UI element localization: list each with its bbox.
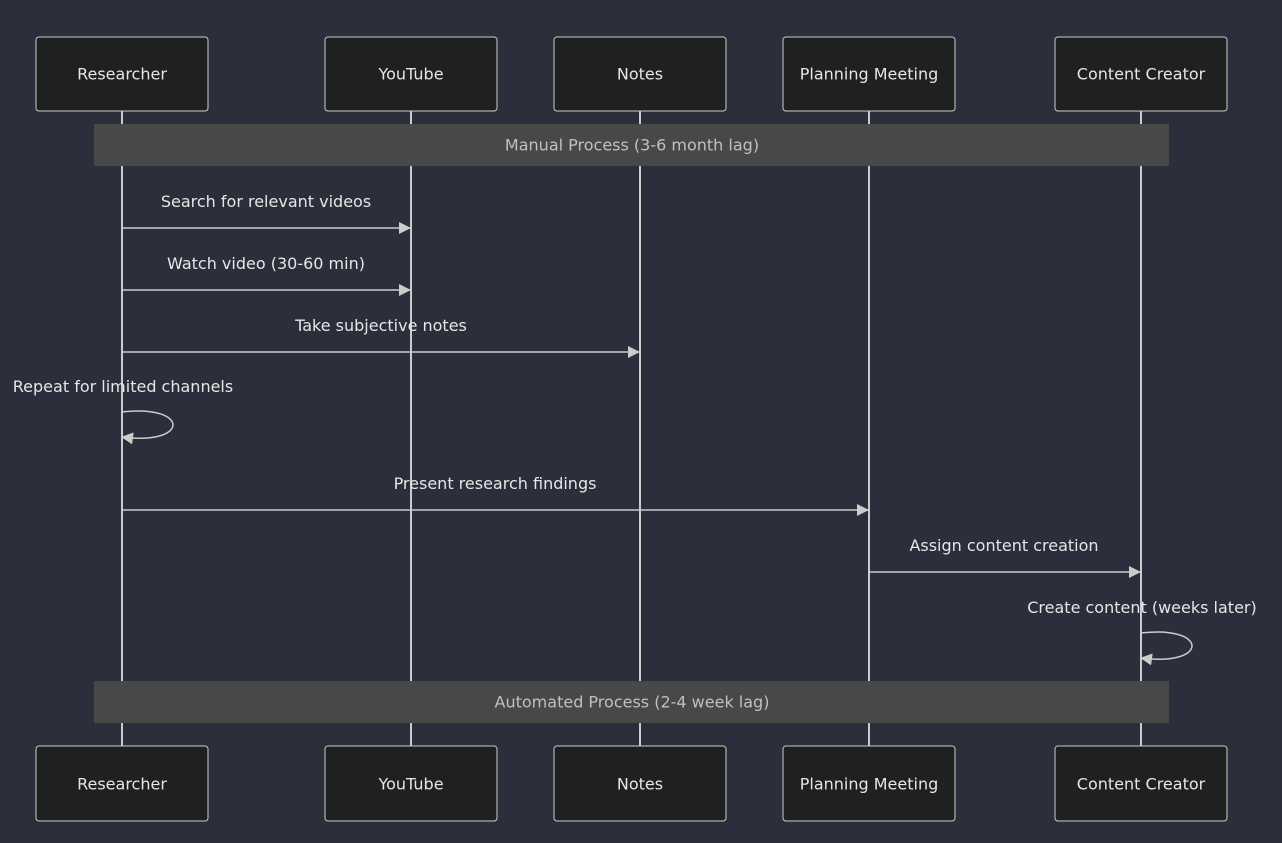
message-label: Assign content creation — [909, 536, 1098, 555]
actor-label: Content Creator — [1077, 775, 1206, 794]
message-assign-content: Assign content creation — [869, 536, 1141, 578]
self-message-arrow — [1140, 631, 1193, 666]
actor-label: YouTube — [377, 775, 443, 794]
message-create-content: Create content (weeks later) — [1027, 598, 1257, 666]
message-repeat-channels: Repeat for limited channels — [13, 377, 233, 445]
actor-label: Notes — [617, 775, 663, 794]
message-present-findings: Present research findings — [122, 474, 869, 516]
actor-content-creator-top: Content Creator — [1054, 36, 1228, 112]
message-take-notes: Take subjective notes — [122, 316, 640, 358]
actor-youtube-bottom: YouTube — [324, 745, 498, 822]
note-label: Manual Process (3-6 month lag) — [505, 136, 759, 155]
actors-top: Researcher YouTube Notes Planning Meetin… — [35, 36, 1228, 112]
actor-researcher-top: Researcher — [35, 36, 209, 112]
lifelines — [121, 111, 1142, 746]
actor-content-creator-bottom: Content Creator — [1054, 745, 1228, 822]
actor-label: Planning Meeting — [800, 775, 939, 794]
note-manual-process: Manual Process (3-6 month lag) — [94, 124, 1169, 166]
actor-label: Researcher — [77, 65, 167, 84]
message-label: Repeat for limited channels — [13, 377, 233, 396]
actor-planning-meeting-bottom: Planning Meeting — [782, 745, 956, 822]
actor-label: Content Creator — [1077, 65, 1206, 84]
message-label: Present research findings — [394, 474, 597, 493]
actor-label: Planning Meeting — [800, 65, 939, 84]
actor-youtube-top: YouTube — [324, 36, 498, 112]
actor-notes-bottom: Notes — [553, 745, 727, 822]
actor-label: Researcher — [77, 775, 167, 794]
note-automated-process: Automated Process (2-4 week lag) — [94, 681, 1169, 723]
message-label: Take subjective notes — [294, 316, 467, 335]
actor-notes-top: Notes — [553, 36, 727, 112]
note-label: Automated Process (2-4 week lag) — [495, 693, 770, 712]
messages: Search for relevant videos Watch video (… — [13, 192, 1257, 666]
message-watch-video: Watch video (30-60 min) — [122, 254, 411, 296]
actors-bottom: Researcher YouTube Notes Planning Meetin… — [35, 745, 1228, 822]
actor-label: Notes — [617, 65, 663, 84]
actor-planning-meeting-top: Planning Meeting — [782, 36, 956, 112]
actor-label: YouTube — [377, 65, 443, 84]
actor-researcher-bottom: Researcher — [35, 745, 209, 822]
message-search-videos: Search for relevant videos — [122, 192, 411, 234]
self-message-arrow — [121, 410, 174, 445]
message-label: Watch video (30-60 min) — [167, 254, 365, 273]
message-label: Search for relevant videos — [161, 192, 371, 211]
message-label: Create content (weeks later) — [1027, 598, 1256, 617]
